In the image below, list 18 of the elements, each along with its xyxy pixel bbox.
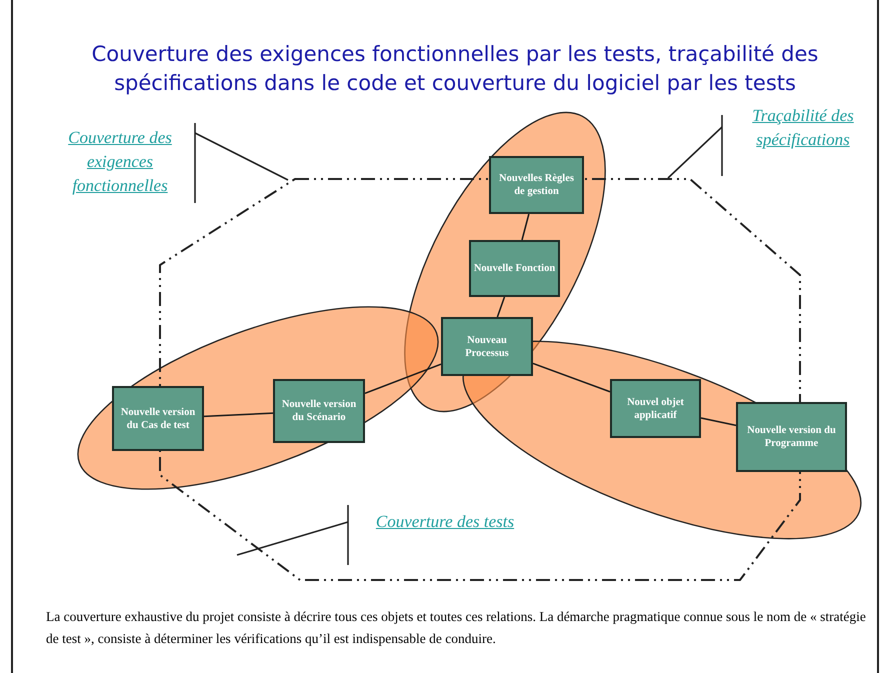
caption-text: La couverture exhaustive du projet consiste à décrire tous ces objets et toutes ces relations. La démarche pragmatique connue sous le nom de « stratégie de test », consiste à déterminer les vérifications qu’il est indispensable de conduire. [46,608,867,648]
connector-line [364,363,442,394]
process-box: Nouvelle version du Programme [736,402,847,472]
connector-line [496,296,506,318]
callout-label: Couverture des tests [374,511,516,533]
connector-line [532,362,610,392]
connector-line [521,214,530,240]
process-box: Nouveau Processus [441,317,533,376]
process-box: Nouvelle version du Scénario [273,379,365,443]
process-box: Nouvelle Fonction [469,240,560,297]
title: Couverture des exigences fonctionnelles par les tests, traçabilité des spécifications dans le code et couverture du logiciel par les tests [90,41,820,97]
connector-line [204,412,274,418]
process-box: Nouvel objet applicatif [610,379,701,438]
process-box: Nouvelle version du Cas de test [112,386,204,451]
callout-label: Traçabilité des spécifications [751,105,855,151]
callout-label: Couverture des exigences fonctionnelles [67,127,173,197]
process-box: Nouvelles Règles de gestion [489,156,584,214]
connector-line [700,417,736,426]
